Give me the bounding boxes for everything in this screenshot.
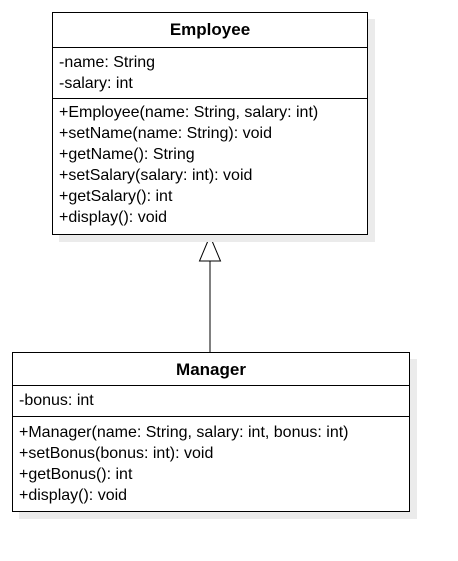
employee-class-name: Employee [53, 13, 367, 48]
employee-attributes: -name: String -salary: int [53, 48, 367, 99]
manager-op-constructor: +Manager(name: String, salary: int, bonu… [19, 424, 349, 441]
manager-class-name: Manager [13, 353, 409, 386]
employee-class-box: Employee -name: String -salary: int +Emp… [52, 12, 368, 235]
employee-op-get-name: +getName(): String [59, 146, 195, 163]
employee-attribute-salary: -salary: int [59, 75, 133, 92]
inheritance-arrowhead-icon [198, 234, 222, 262]
employee-op-display: +display(): void [59, 209, 168, 226]
employee-attribute-name: -name: String [59, 54, 156, 71]
manager-attributes: -bonus: int [13, 386, 409, 417]
manager-op-set-bonus: +setBonus(bonus: int): void [19, 445, 214, 462]
employee-op-set-salary: +setSalary(salary: int): void [59, 167, 253, 184]
manager-attribute-bonus: -bonus: int [19, 392, 94, 409]
manager-class-box: Manager -bonus: int +Manager(name: Strin… [12, 352, 410, 512]
employee-op-get-salary: +getSalary(): int [59, 188, 173, 205]
manager-operations: +Manager(name: String, salary: int, bonu… [13, 417, 409, 506]
manager-op-display: +display(): void [19, 487, 128, 504]
employee-op-set-name: +setName(name: String): void [59, 125, 272, 142]
employee-op-constructor: +Employee(name: String, salary: int) [59, 104, 319, 121]
employee-operations: +Employee(name: String, salary: int) +se… [53, 99, 367, 228]
manager-op-get-bonus: +getBonus(): int [19, 466, 133, 483]
